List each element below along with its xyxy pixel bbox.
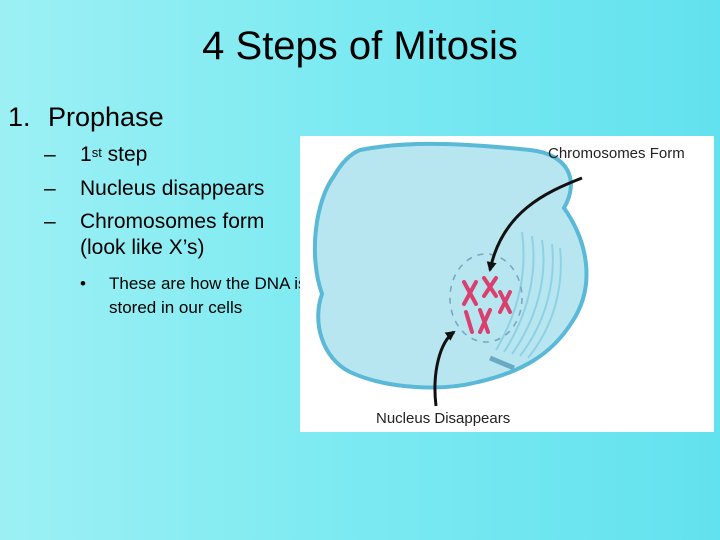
dash-marker: – (44, 142, 56, 168)
chromosomes-form-label: Chromosomes Form (548, 145, 685, 162)
dash-marker: – (44, 176, 56, 202)
mitosis-diagram: Chromosomes Form Nucleus Disappears (300, 136, 714, 432)
cell-membrane (315, 144, 587, 388)
sub-item-text: 1st step (80, 142, 147, 168)
ordinal-suffix: st (92, 145, 102, 160)
list-item-prophase: 1.Prophase (8, 100, 164, 134)
dash-marker: – (44, 209, 56, 235)
bullet-marker: • (80, 272, 86, 296)
ordinal-number: 1 (80, 143, 92, 166)
sub-item-text: Chromosomes form (80, 209, 264, 235)
list-number: 1. (8, 100, 48, 134)
bullet-text: These are how the DNA is stored in our c… (109, 272, 309, 320)
sub-item-suffix: step (102, 143, 148, 166)
nucleus-disappears-label: Nucleus Disappears (376, 410, 510, 427)
list-item-label: Prophase (48, 102, 164, 132)
slide-title: 4 Steps of Mitosis (0, 20, 720, 72)
sub-item-text: (look like X’s) (80, 235, 204, 261)
prophase-cell-illustration (300, 136, 714, 432)
sub-item-text: Nucleus disappears (80, 176, 264, 202)
